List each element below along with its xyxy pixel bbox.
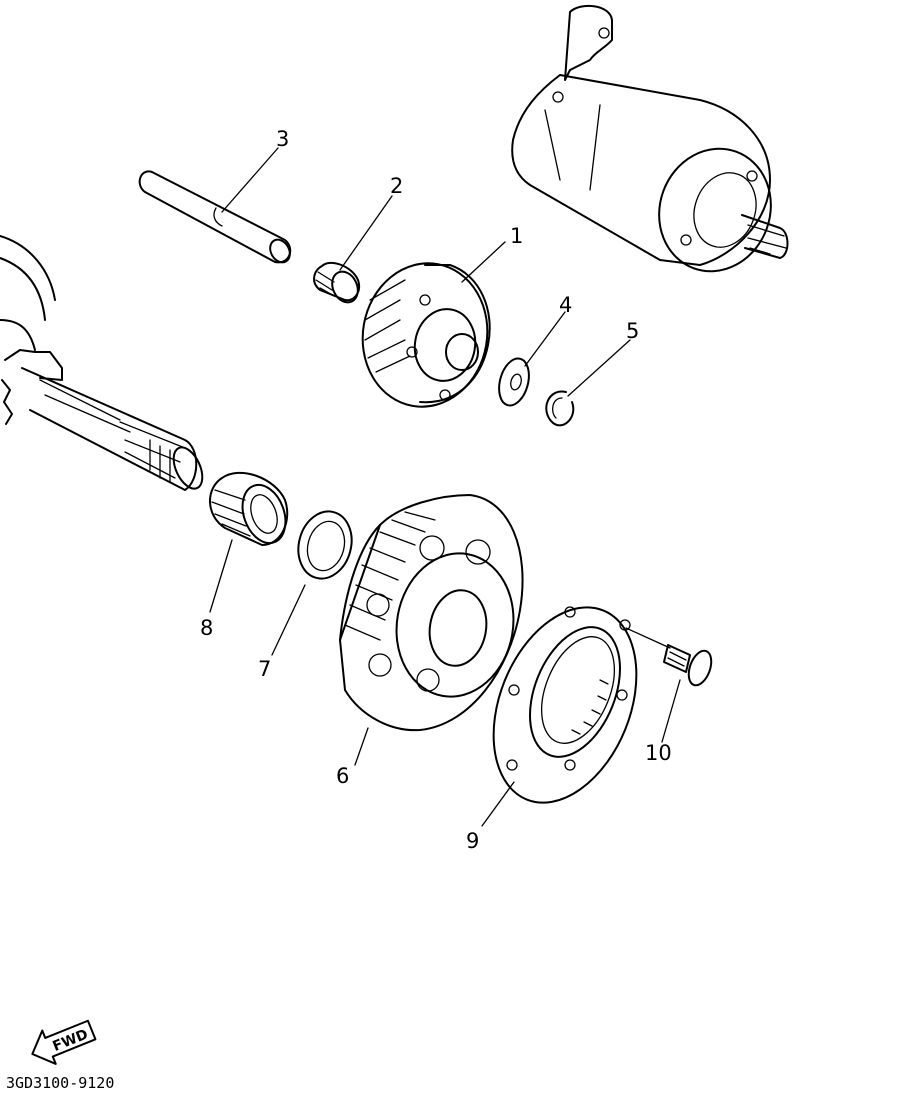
crankshaft [0,235,204,491]
fwd-label: FWD [50,1026,90,1055]
callout-7: 7 [258,657,271,681]
needle-bearing-part-2 [313,261,360,304]
leader-lines [209,147,681,827]
callout-5: 5 [626,319,639,343]
idle-gear-part-1 [361,262,491,408]
starter-wheel-gear-part-6 [339,494,524,732]
callout-8: 8 [200,616,213,640]
needle-bearing-part-8 [209,471,289,546]
starter-motor [511,4,789,273]
callout-9: 9 [466,829,479,853]
callout-2: 2 [390,174,403,198]
callout-numbers: 1 2 3 4 5 6 7 8 9 10 [200,127,672,853]
washer-part-4 [498,357,530,407]
washer-part-7 [297,510,353,580]
diagram-code: 3GD3100-9120 [6,1074,114,1092]
callout-4: 4 [559,293,572,317]
circlip-part-5 [545,390,575,427]
callout-6: 6 [336,764,349,788]
one-way-clutch-part-9 [492,606,638,804]
callout-10: 10 [645,741,672,765]
callout-3: 3 [276,127,289,151]
callout-1: 1 [510,224,523,248]
fwd-arrow-icon: FWD [31,1019,97,1065]
shaft-part-3 [138,170,292,264]
bolt-part-10 [663,644,713,687]
